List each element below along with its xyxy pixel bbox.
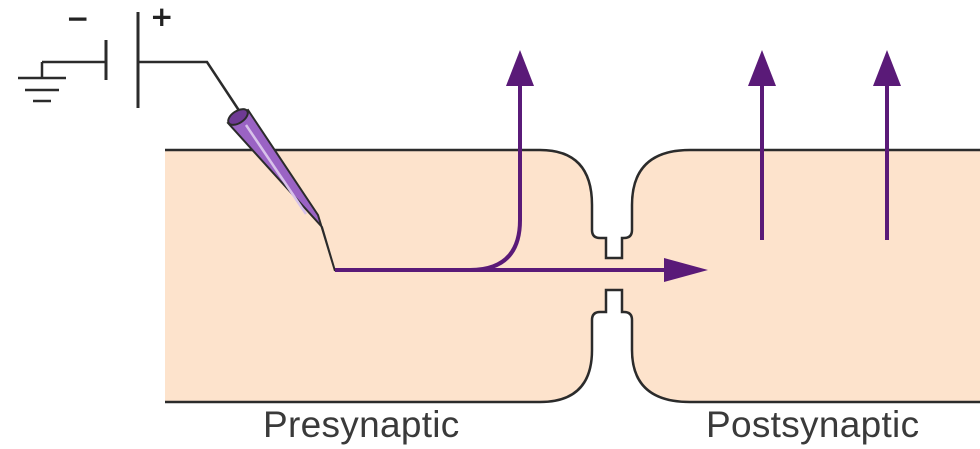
electrode-wire bbox=[138, 60, 242, 113]
arrowhead-right-gap bbox=[664, 258, 708, 282]
presynaptic-membrane bbox=[165, 148, 618, 404]
ground-icon bbox=[18, 60, 106, 103]
postsynaptic-cell bbox=[618, 150, 980, 402]
arrowhead-up-presynaptic bbox=[506, 50, 534, 86]
postsynaptic-label: Postsynaptic bbox=[706, 404, 920, 445]
postsynaptic-membrane bbox=[618, 148, 980, 404]
battery-positive-label: + bbox=[150, 0, 174, 33]
electrode-icon bbox=[226, 108, 336, 272]
arrowhead-up-post-2 bbox=[873, 50, 901, 86]
arrowhead-up-post-1 bbox=[748, 50, 776, 86]
battery-icon bbox=[104, 12, 140, 108]
presynaptic-label: Presynaptic bbox=[263, 404, 460, 445]
battery-negative-label: − bbox=[66, 2, 90, 35]
presynaptic-cell bbox=[165, 150, 618, 402]
current-arrows bbox=[335, 80, 889, 272]
